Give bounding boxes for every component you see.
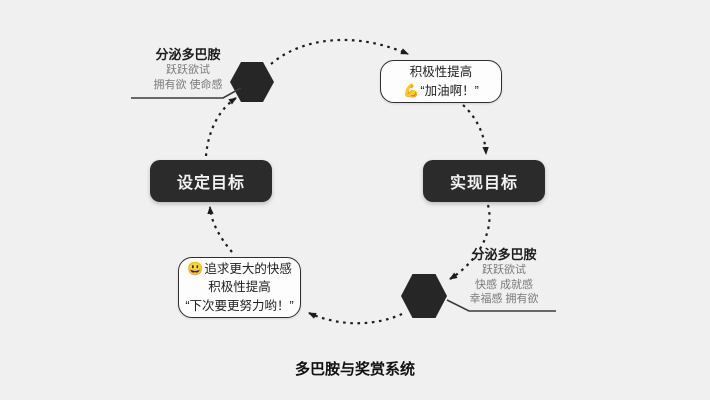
callout-seek-line3: “下次要更努力哟！” [185, 298, 294, 313]
annotation-tl-line: 跃跃欲试 [166, 64, 210, 76]
annotation-br-heading: 分泌多巴胺 [471, 247, 537, 262]
callout-motivation-line2: 💪“加油啊！” [403, 82, 479, 101]
callout-seek-line1: 😃追求更大的快感 [187, 260, 292, 279]
callout-seek-line2: 积极性提高 [208, 280, 271, 295]
hexagon-node-top-left [230, 62, 274, 102]
node-achieve-goal-label: 实现目标 [449, 175, 518, 192]
annotation-dopamine-bottom-right: 分泌多巴胺 跃跃欲试 快感 成就感 幸福感 拥有欲 [448, 247, 560, 307]
arc-dopamine-to-motivation [270, 38, 409, 65]
annotation-tl-line: 拥有欲 使命感 [153, 78, 223, 91]
branch-line-bottom-right [446, 299, 556, 312]
callout-seek-more-pleasure: 😃追求更大的快感 积极性提高 “下次要更努力哟！” [178, 257, 301, 318]
callout-seek-line1-text: 追求更大的快感 [204, 261, 292, 276]
node-set-goal-label: 设定目标 [176, 175, 245, 192]
callout-motivation-up: 积极性提高 💪“加油啊！” [380, 60, 502, 103]
annotation-tl-heading: 分泌多巴胺 [155, 47, 221, 62]
arc-seek-more-to-set-goal [207, 206, 233, 253]
arc-dopamine-to-seek-more [308, 311, 403, 325]
node-set-goal: 设定目标 [150, 160, 272, 202]
arc-motivation-to-achieve-goal [462, 104, 489, 155]
branch-line-top-left [131, 87, 242, 99]
hexagon-node-bottom-right [401, 274, 447, 318]
muscle-emoji-icon: 💪 [403, 82, 420, 98]
annotation-br-line: 跃跃欲试 [482, 264, 526, 276]
callout-motivation-line1: 积极性提高 [409, 65, 473, 79]
diagram-title: 多巴胺与奖赏系统 [294, 361, 415, 378]
annotation-br-line: 幸福感 拥有欲 [469, 293, 539, 305]
arc-set-goal-to-dopamine [204, 97, 237, 157]
annotation-br-line: 快感 成就感 [474, 278, 534, 291]
smiley-emoji-icon: 😃 [187, 260, 204, 276]
callout-motivation-quote: “加油啊！” [420, 83, 479, 98]
node-achieve-goal: 实现目标 [423, 160, 545, 202]
arc-achieve-goal-to-dopamine [449, 204, 491, 280]
annotation-dopamine-top-left: 分泌多巴胺 跃跃欲试 拥有欲 使命感 [128, 47, 248, 92]
